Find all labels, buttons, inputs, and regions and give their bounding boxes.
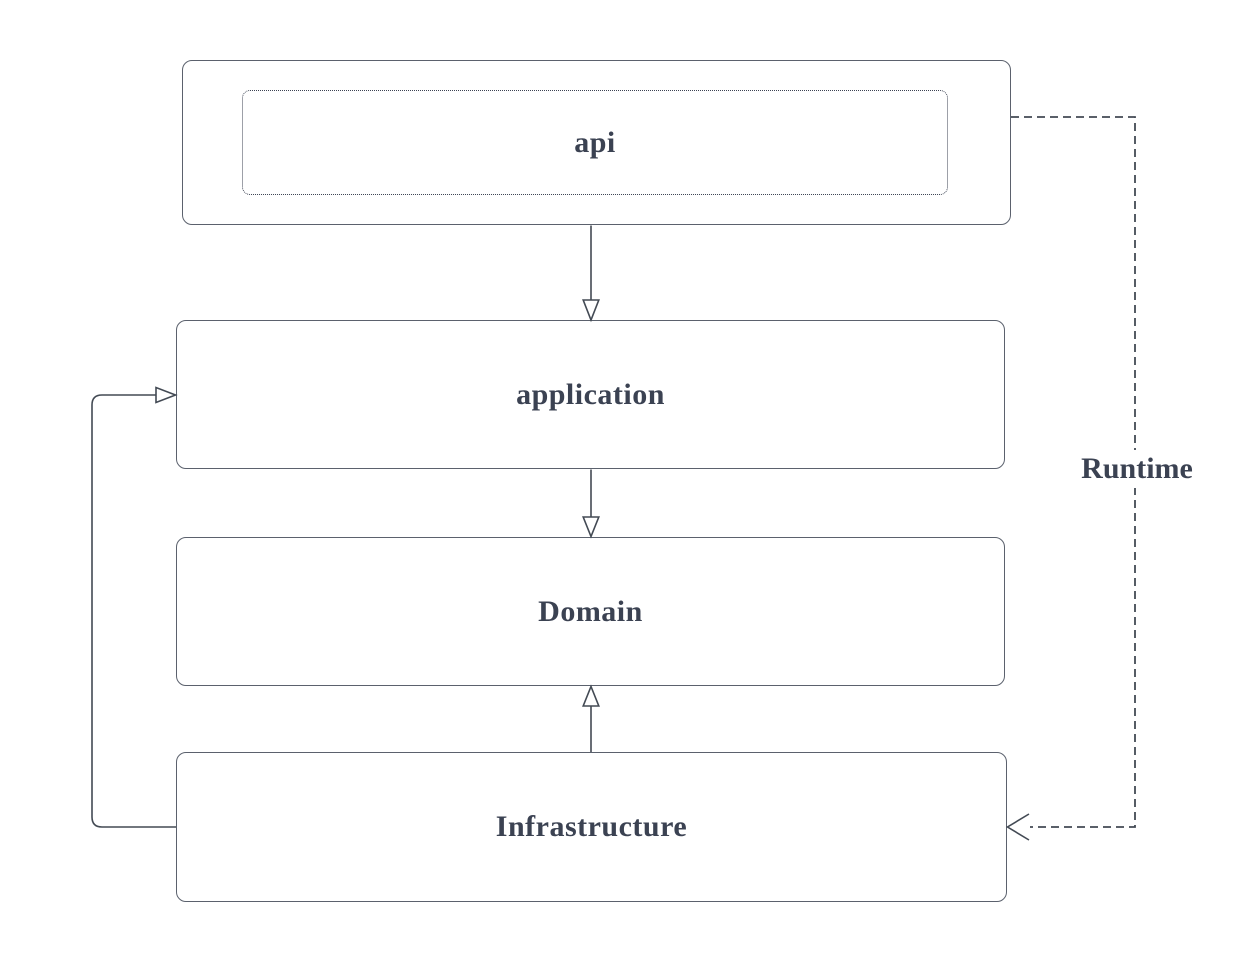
node-application: application	[176, 320, 1005, 469]
node-api: api	[182, 60, 1011, 225]
arrowhead-down-icon	[582, 299, 600, 323]
arrowhead-right-icon	[155, 386, 178, 404]
arrowhead-down-icon	[582, 516, 600, 539]
node-infrastructure: Infrastructure	[176, 752, 1007, 902]
arrowhead-open-left-icon	[1005, 813, 1030, 841]
node-domain-label: Domain	[538, 594, 643, 628]
edge-label-runtime: Runtime	[1077, 450, 1197, 488]
node-application-label: application	[516, 377, 665, 411]
node-domain: Domain	[176, 537, 1005, 686]
edge-infrastructure-to-domain	[582, 684, 600, 752]
edge-api-to-application	[582, 225, 600, 323]
edge-infrastructure-to-application	[91, 386, 178, 828]
edge-application-to-domain	[582, 469, 600, 539]
arrowhead-up-icon	[582, 684, 600, 707]
node-infrastructure-label: Infrastructure	[495, 810, 688, 843]
node-api-label: api	[574, 125, 616, 159]
node-api-inner-frame: api	[242, 90, 948, 195]
